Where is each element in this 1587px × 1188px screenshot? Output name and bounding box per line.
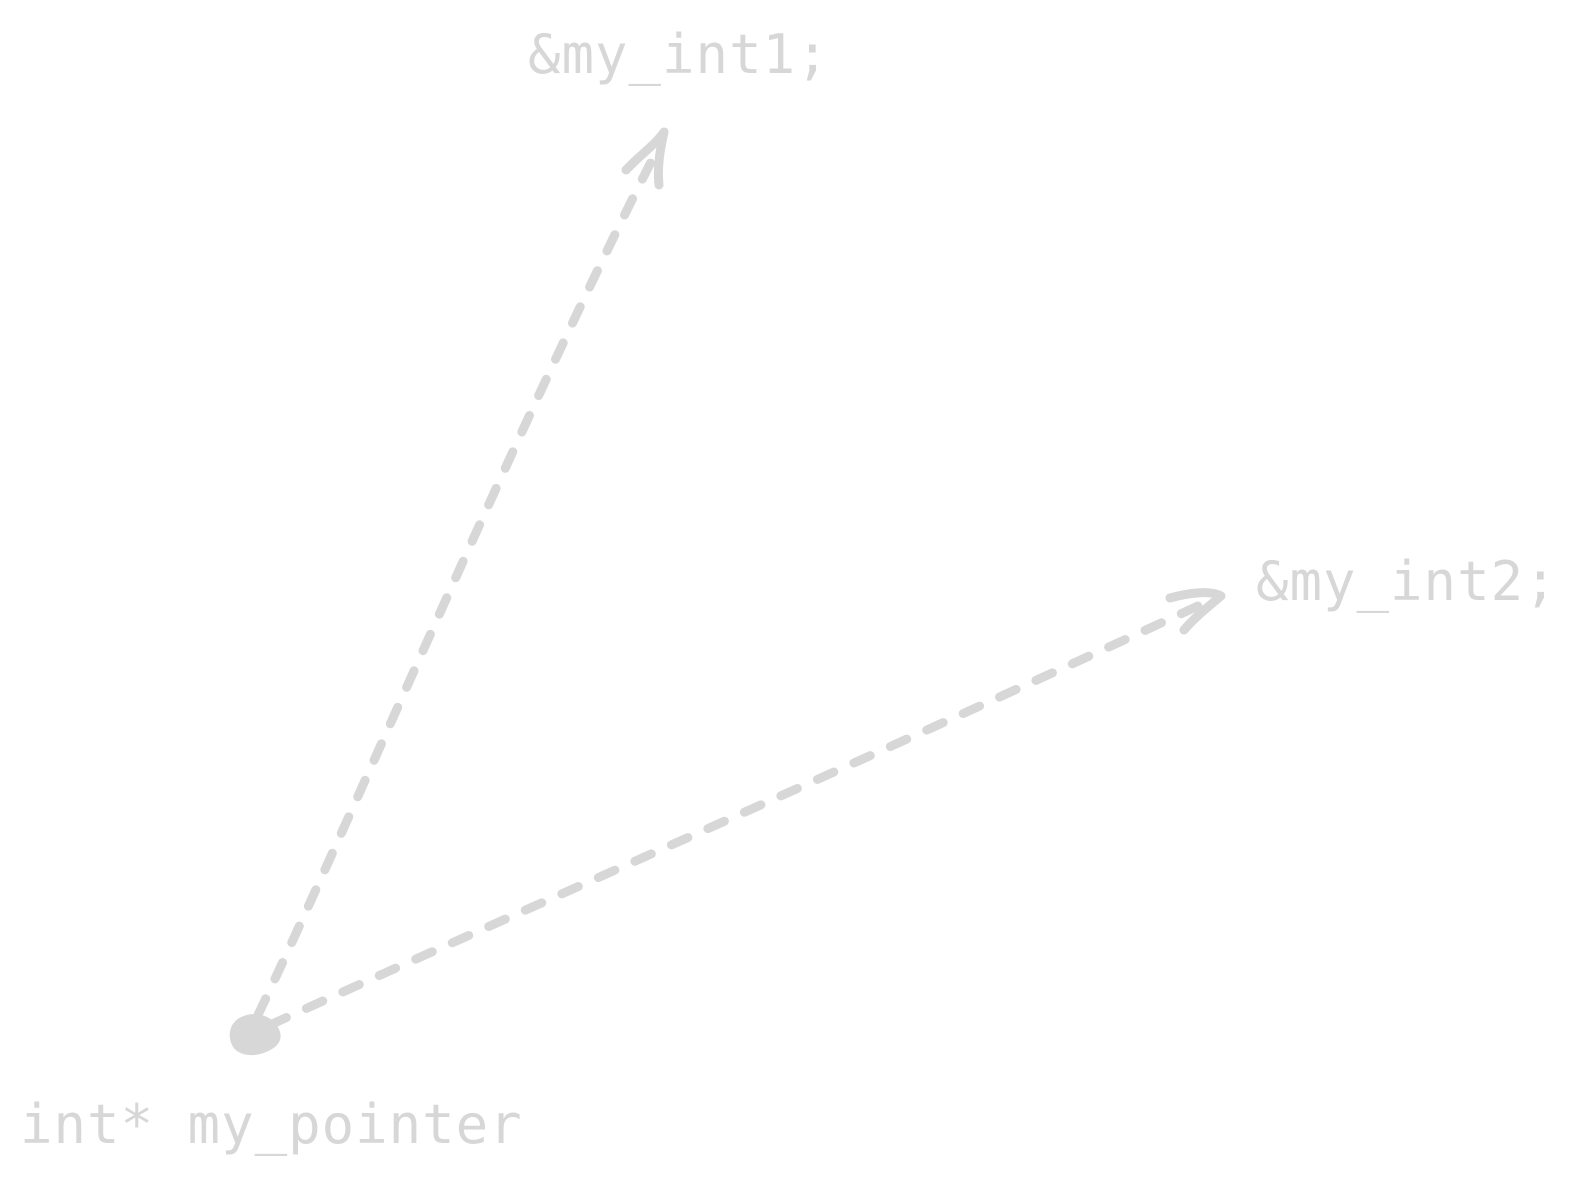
target-label-my-int1: &my_int1;: [528, 23, 830, 86]
pointer-origin-dot: [229, 1014, 281, 1056]
arrowhead-my-int1: [621, 127, 669, 190]
target-label-my-int2: &my_int2;: [1256, 550, 1558, 613]
arrow-to-my-int1: [253, 127, 669, 1020]
source-label-my-pointer: int* my_pointer: [20, 1093, 523, 1156]
arrowhead-my-int2: [1165, 588, 1226, 635]
dashed-line-to-my-int1: [253, 155, 657, 1020]
dashed-line-to-my-int2: [265, 600, 1205, 1030]
arrow-to-my-int2: [265, 588, 1226, 1030]
